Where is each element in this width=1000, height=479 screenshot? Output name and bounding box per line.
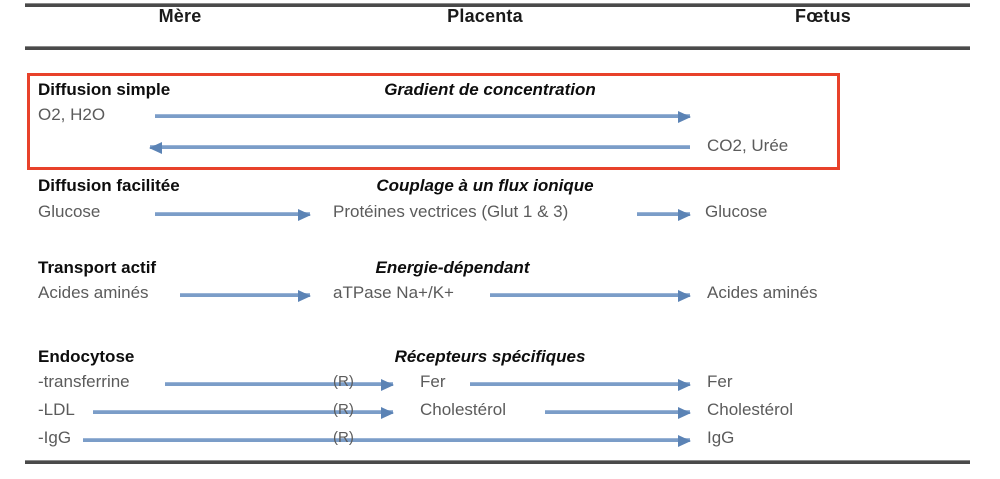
mother-substance-glucose: Glucose <box>38 202 101 221</box>
middle-title-energie-dependant: Energie-dépendant <box>375 258 530 277</box>
mechanism-label-diffusion-simple: Diffusion simple <box>38 80 171 99</box>
placenta-substance-fer: Fer <box>420 372 446 391</box>
mother-substance-o2-h2o: O2, H2O <box>38 105 106 124</box>
arrow-mother-to-placenta-transferrine <box>165 382 393 386</box>
placenta-substance-proteines-vectrices: Protéines vectrices (Glut 1 & 3) <box>333 202 569 221</box>
mother-substance-ldl: -LDL <box>38 400 75 419</box>
middle-title-gradient: Gradient de concentration <box>384 80 596 99</box>
arrow-mother-to-placenta-ldl <box>93 410 393 414</box>
arrow-placenta-to-fetus-glucose <box>637 212 690 216</box>
highlight-box-diffusion-simple <box>27 73 840 170</box>
middle-title-couplage: Couplage à un flux ionique <box>376 176 594 195</box>
rule-top <box>25 3 970 7</box>
fetus-substance-co2-uree: CO2, Urée <box>707 136 789 155</box>
arrow-mother-to-placenta-glucose <box>155 212 310 216</box>
mechanism-label-transport-actif: Transport actif <box>38 258 157 277</box>
placenta-substance-cholesterol: Cholestérol <box>420 400 506 419</box>
arrow-placenta-to-fetus-fer <box>470 382 690 386</box>
arrow-placenta-to-fetus-cholesterol <box>545 410 690 414</box>
arrow-placenta-to-fetus-acides-amines <box>490 293 690 297</box>
receptor-label-ldl: (R) <box>333 401 354 418</box>
arrow-mother-to-fetus-diffusion <box>155 114 690 118</box>
mother-substance-transferrine: -transferrine <box>38 372 130 391</box>
column-header-mother: Mère <box>158 6 202 26</box>
mechanism-label-diffusion-facilitee: Diffusion facilitée <box>38 176 180 195</box>
middle-title-recepteurs: Récepteurs spécifiques <box>394 347 586 366</box>
arrow-mother-to-fetus-igg <box>83 438 690 442</box>
rule-bottom <box>25 460 970 464</box>
rule-under-headers <box>25 46 970 50</box>
mother-substance-igg: -IgG <box>38 428 72 447</box>
receptor-label-transferrine: (R) <box>333 373 354 390</box>
mechanism-label-endocytose: Endocytose <box>38 347 135 366</box>
column-header-placenta: Placenta <box>447 6 523 26</box>
fetus-substance-acides-amines: Acides aminés <box>707 283 818 302</box>
fetus-substance-fer: Fer <box>707 372 733 391</box>
placenta-substance-atpase: aTPase Na+/K+ <box>333 283 454 302</box>
fetus-substance-igg: IgG <box>707 428 735 447</box>
arrow-mother-to-placenta-acides-amines <box>180 293 310 297</box>
receptor-label-igg: (R) <box>333 429 354 446</box>
fetus-substance-glucose: Glucose <box>705 202 768 221</box>
fetus-substance-cholesterol: Cholestérol <box>707 400 793 419</box>
arrow-fetus-to-mother-diffusion <box>150 145 690 149</box>
mother-substance-acides-amines: Acides aminés <box>38 283 149 302</box>
column-header-fetus: Fœtus <box>795 6 851 26</box>
